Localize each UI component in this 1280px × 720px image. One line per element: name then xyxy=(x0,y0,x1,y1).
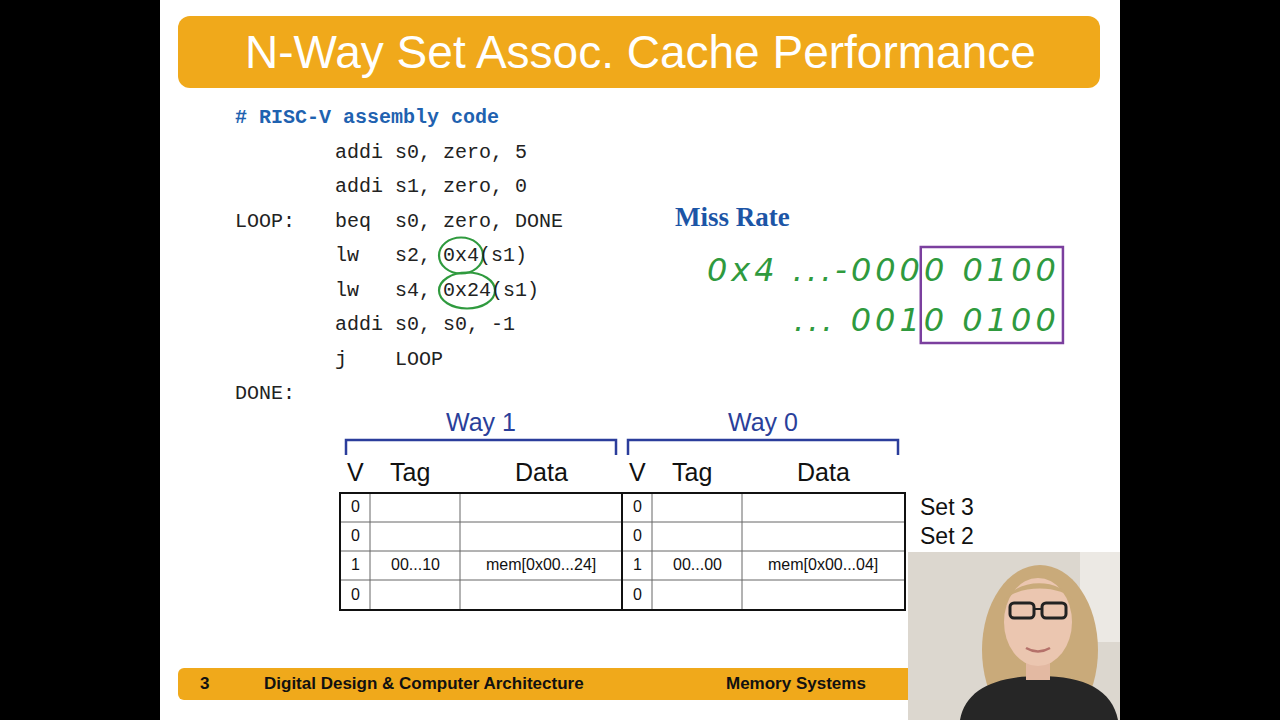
footer-text: Memory Systems xyxy=(726,674,866,694)
table-cell: 1 xyxy=(351,556,360,574)
fringe xyxy=(1004,583,1074,602)
column-header: Data xyxy=(515,458,568,487)
table-border xyxy=(340,493,905,610)
shirt xyxy=(960,676,1118,720)
cache-table-grid xyxy=(340,493,905,610)
table-cell: 0 xyxy=(351,527,360,545)
footer-text: Digital Design & Computer Architecture xyxy=(264,674,584,694)
table-cell: 0 xyxy=(633,527,642,545)
way-bracket xyxy=(628,440,898,455)
way-label: Way 1 xyxy=(446,408,516,437)
mouth xyxy=(1026,648,1050,652)
set-label: Set 2 xyxy=(920,523,974,550)
glasses xyxy=(1042,603,1066,618)
code-line: DONE: xyxy=(235,382,295,405)
title-bar xyxy=(178,16,1100,88)
table-cell: 1 xyxy=(633,556,642,574)
table-cell: 0 xyxy=(633,586,642,604)
code-line: j LOOP xyxy=(335,348,443,371)
table-cell: mem[0x00...24] xyxy=(486,556,596,574)
slide-title: N-Way Set Assoc. Cache Performance xyxy=(245,25,1036,79)
column-header: Tag xyxy=(672,458,712,487)
code-line: LOOP: xyxy=(235,210,295,233)
code-line: beq s0, zero, DONE xyxy=(335,210,563,233)
heading-text: Miss Rate xyxy=(675,202,790,233)
way-bracket xyxy=(346,440,616,455)
footer-bar: 3 Digital Design & Computer Architecture M… xyxy=(178,668,908,700)
column-line xyxy=(742,493,743,610)
way-divider xyxy=(621,493,623,610)
table-cell: 0 xyxy=(633,498,642,516)
table-cell: 0 xyxy=(351,498,360,516)
table-cell: mem[0x00...04] xyxy=(768,556,878,574)
code-line: lw s2, 0x4(s1) xyxy=(335,244,527,267)
column-line xyxy=(652,493,653,610)
webcam-feed xyxy=(908,552,1120,720)
column-header: V xyxy=(629,458,646,487)
table-cell: 00...10 xyxy=(391,556,440,574)
way-label: Way 0 xyxy=(728,408,798,437)
table-cell: 00...00 xyxy=(673,556,722,574)
code-comment: # RISC-V assembly code xyxy=(235,106,499,129)
handwritten-note: 0x4 ...-0000 0100 xyxy=(707,251,1060,289)
code-line: lw s4, 0x24(s1) xyxy=(335,279,539,302)
code-line: addi s0, s0, -1 xyxy=(335,313,515,336)
column-line xyxy=(460,493,461,610)
table-cell: 0 xyxy=(351,586,360,604)
column-header: Data xyxy=(797,458,850,487)
column-header: Tag xyxy=(390,458,430,487)
glasses xyxy=(1010,603,1034,618)
code-line: addi s1, zero, 0 xyxy=(335,175,527,198)
glasses xyxy=(1034,608,1042,610)
code-line: addi s0, zero, 5 xyxy=(335,141,527,164)
footer-text: 3 xyxy=(200,674,209,694)
column-header: V xyxy=(347,458,364,487)
column-line xyxy=(370,493,371,610)
handwritten-note: ... 0010 0100 xyxy=(794,301,1060,339)
set-label: Set 3 xyxy=(920,494,974,521)
